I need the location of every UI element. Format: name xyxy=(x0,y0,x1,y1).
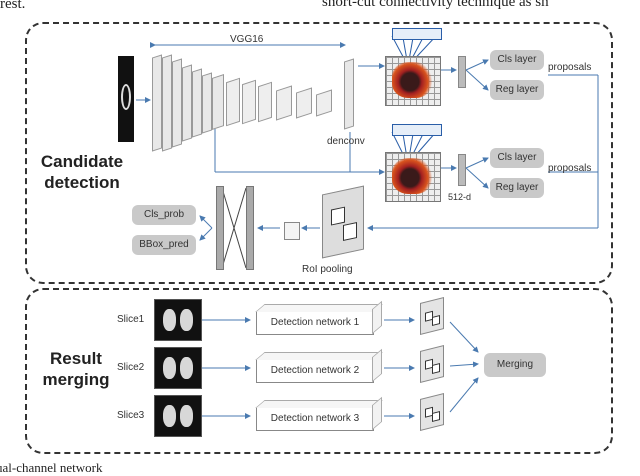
roi-feature-map xyxy=(322,185,364,259)
detection-network-1: Detection network 1 xyxy=(256,311,374,335)
roi-box xyxy=(331,206,345,226)
fc-layer-2 xyxy=(246,186,254,270)
sliding-window-top xyxy=(392,28,442,40)
conv-layer xyxy=(152,54,162,152)
conv-layer xyxy=(226,77,240,127)
lung-left xyxy=(163,405,176,427)
lung-left xyxy=(163,309,176,331)
caption-bottom: ual-channel network xyxy=(0,460,103,475)
lung-left xyxy=(163,357,176,379)
lung-right xyxy=(180,357,193,379)
result-merging-label: Result merging xyxy=(34,348,118,390)
conv-layer xyxy=(296,87,312,119)
merging-label-line2: merging xyxy=(42,370,110,389)
conv-layer xyxy=(162,54,172,152)
conv-layer xyxy=(258,81,272,123)
ct-slice-image-3 xyxy=(154,395,202,437)
candidate-detection-panel xyxy=(25,22,613,284)
result-map-1 xyxy=(420,297,444,335)
ct-slice-image-1 xyxy=(154,299,202,341)
sliding-window-middle xyxy=(392,124,442,136)
cls-layer-middle: Cls layer xyxy=(490,148,544,168)
reg-layer-middle: Reg layer xyxy=(490,178,544,198)
intermediate-layer-middle xyxy=(458,154,466,186)
bbox-pred-output: BBox_pred xyxy=(132,235,196,255)
detection-network-2: Detection network 2 xyxy=(256,359,374,383)
lung-right xyxy=(180,405,193,427)
fc-layer-1 xyxy=(216,186,224,270)
conv-layer xyxy=(276,85,292,121)
candidate-label-line1: Candidate xyxy=(40,152,124,171)
candidate-label-line2: detection xyxy=(44,173,120,192)
ct-input-image xyxy=(118,56,134,142)
intermediate-layer-top xyxy=(458,56,466,88)
slice-label-1: Slice1 xyxy=(117,314,145,325)
merging-box: Merging xyxy=(484,353,546,377)
caption-top-right: short-cut connectivity technique as sh xyxy=(322,0,549,10)
lung-right xyxy=(180,309,193,331)
deconv-layer xyxy=(344,58,354,130)
proposals-label-middle: proposals xyxy=(548,163,592,174)
result-box xyxy=(432,363,440,374)
heatmap-middle xyxy=(392,158,432,194)
candidate-detection-label: Candidate detection xyxy=(34,151,130,193)
reg-layer-top: Reg layer xyxy=(490,80,544,100)
slice-label-2: Slice2 xyxy=(117,362,145,373)
heatmap-top xyxy=(392,62,432,98)
cls-prob-output: Cls_prob xyxy=(132,205,196,225)
slice-label-3: Slice3 xyxy=(117,410,145,421)
merging-label-line1: Result xyxy=(50,349,102,368)
detection-network-3: Detection network 3 xyxy=(256,407,374,431)
conv-layer xyxy=(242,79,256,125)
pooled-feature-cube xyxy=(284,222,300,240)
conv-layer xyxy=(192,68,202,138)
conv-layer xyxy=(212,74,224,130)
result-map-3 xyxy=(420,393,444,431)
proposals-label-top: proposals xyxy=(548,62,592,73)
roi-box xyxy=(343,222,357,241)
result-box xyxy=(432,411,440,422)
denconv-label: denconv xyxy=(327,136,365,147)
conv-layer xyxy=(172,58,182,148)
cls-layer-top: Cls layer xyxy=(490,50,544,70)
result-box xyxy=(432,315,440,326)
conv-layer xyxy=(182,64,192,142)
dimension-label: 512-d xyxy=(448,192,472,202)
caption-top-left: rest. xyxy=(0,0,26,12)
result-merging-panel xyxy=(25,288,613,454)
roi-pooling-label: RoI pooling xyxy=(302,264,353,275)
ct-slice-image-2 xyxy=(154,347,202,389)
vgg16-label: VGG16 xyxy=(230,34,264,45)
conv-layer xyxy=(202,72,212,134)
result-map-2 xyxy=(420,345,444,383)
